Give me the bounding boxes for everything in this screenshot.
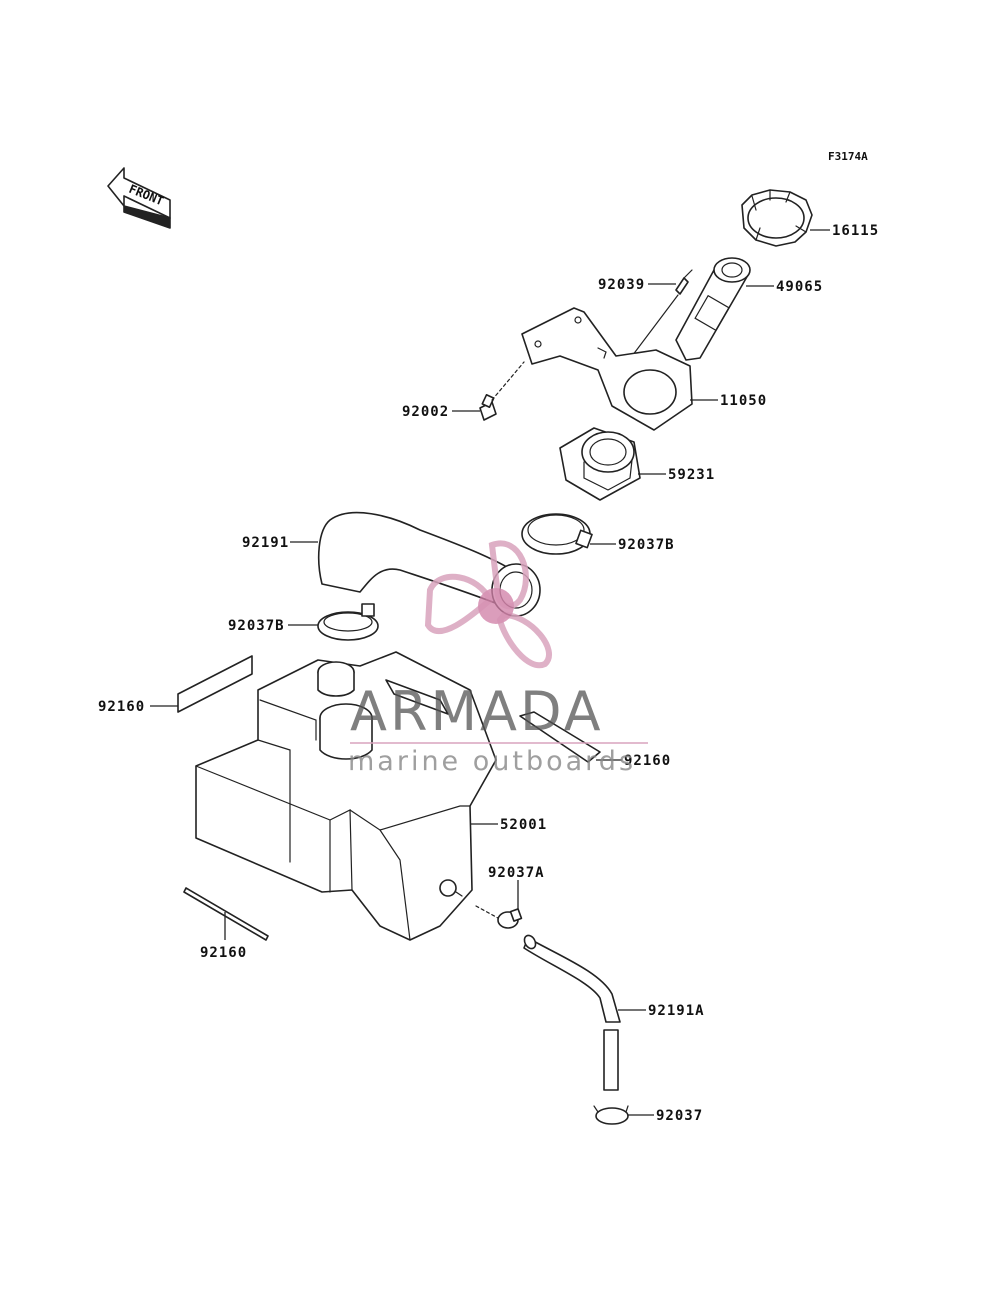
label-92160-bottom: 92160 [200,945,247,961]
pad-right [519,711,601,763]
vent-hose [523,934,621,1091]
label-16115: 16115 [832,223,879,239]
label-92037b-lower: 92037B [228,618,285,634]
label-92037b-upper: 92037B [618,537,675,553]
clip [593,1105,629,1125]
clamp-upper [521,513,593,555]
fuel-cap [741,189,813,247]
filler-neck [675,257,751,361]
label-92191: 92191 [242,535,289,551]
bolt [479,361,525,421]
watermark-brand: ARMADA [350,680,604,743]
label-49065: 49065 [776,279,823,295]
clamp-a [475,905,523,929]
label-92039: 92039 [598,277,645,293]
bracket [521,307,693,431]
figure-code: F3174A [828,150,868,163]
label-92002: 92002 [402,404,449,420]
pad-left [177,655,253,713]
clamp-lower [317,603,379,641]
label-92037: 92037 [656,1108,703,1124]
watermark-logo-icon [424,540,552,669]
fuel-tank [195,651,497,941]
watermark-tagline: marine outboards [348,746,636,777]
front-arrow-icon: FRONT [107,167,171,229]
label-52001: 52001 [500,817,547,833]
flange [559,427,641,501]
label-92160-right: 92160 [624,753,671,769]
label-92037a: 92037A [488,865,545,881]
label-92160-left: 92160 [98,699,145,715]
pad-bottom [183,887,269,941]
label-11050: 11050 [720,393,767,409]
label-92191a: 92191A [648,1003,705,1019]
label-59231: 59231 [668,467,715,483]
